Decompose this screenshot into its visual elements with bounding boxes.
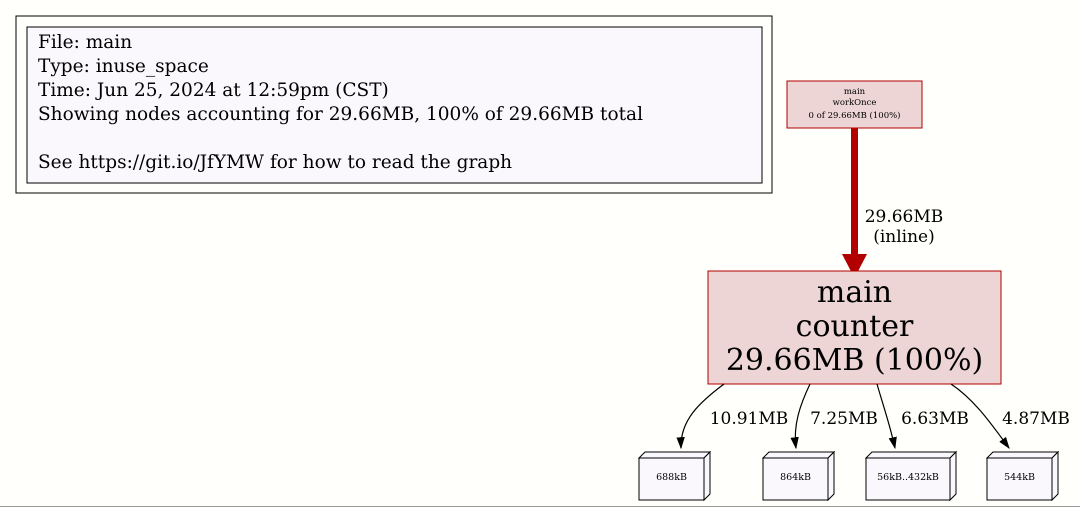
edge-to-56-label: 6.63MB [901,409,969,429]
alloc-box-688-label: 688kB [656,472,687,483]
legend: File: main Type: inuse_space Time: Jun 2… [15,15,773,194]
node-workonce-pkg: main [844,87,866,97]
edge-to-544-line[interactable] [950,383,1010,449]
alloc-box-544[interactable]: 544kB [985,450,1060,502]
node-workonce-stat: 0 of 29.66MB (100%) [809,110,901,121]
node-counter[interactable]: main counter 29.66MB (100%) [707,270,1002,385]
edge-workonce-counter-arrowhead [842,254,867,278]
legend-type: Type: inuse_space [38,56,209,77]
node-counter-pkg: main [817,275,892,310]
edge-to-544[interactable]: 4.87MB [950,383,1070,449]
edge-to-688-line[interactable] [676,383,725,450]
alloc-box-864[interactable]: 864kB [761,450,836,502]
edge-to-688[interactable]: 10.91MB [676,383,789,450]
alloc-box-56-label: 56kB..432kB [877,472,939,483]
node-workonce-func: workOnce [833,98,877,108]
node-workonce[interactable]: main workOnce 0 of 29.66MB (100%) [786,80,923,129]
edge-workonce-counter-note: (inline) [873,227,935,247]
alloc-box-544-label: 544kB [1004,472,1035,483]
node-workonce-box[interactable] [786,80,923,129]
edge-workonce-counter-value: 29.66MB [865,207,944,227]
edge-to-544-label: 4.87MB [1002,409,1070,429]
legend-showing: Showing nodes accounting for 29.66MB, 10… [38,104,643,125]
edge-to-56-line[interactable] [876,383,897,450]
legend-time: Time: Jun 25, 2024 at 12:59pm (CST) [38,80,389,101]
node-counter-func: counter [796,309,914,344]
edge-to-864-line[interactable] [790,383,811,450]
edge-to-688-label: 10.91MB [710,409,789,429]
edge-to-864-label: 7.25MB [810,409,878,429]
legend-inner-frame [26,26,763,184]
alloc-box-56[interactable]: 56kB..432kB [864,450,958,502]
legend-file: File: main [38,32,132,53]
legend-outer-frame [15,15,773,194]
legend-help-link: See https://git.io/JfYMW for how to read… [38,152,512,173]
node-counter-box[interactable] [707,270,1002,385]
edge-to-56[interactable]: 6.63MB [876,383,969,450]
alloc-box-864-label: 864kB [780,472,811,483]
node-counter-stat: 29.66MB (100%) [726,343,983,378]
alloc-box-688[interactable]: 688kB [637,450,712,502]
edge-workonce-counter[interactable]: 29.66MB (inline) [842,128,943,278]
edge-to-864[interactable]: 7.25MB [790,383,878,450]
